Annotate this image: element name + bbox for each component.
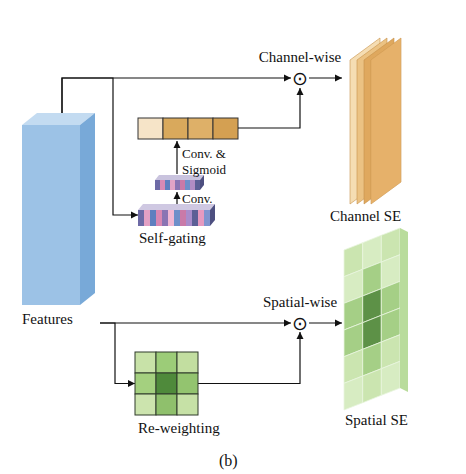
operator-symbol: ⊙ <box>291 69 309 87</box>
flow-arrow <box>100 323 135 384</box>
spatial-se-block <box>342 226 412 412</box>
node-label: Features <box>22 311 73 328</box>
flow-arrow <box>62 78 291 113</box>
feature-map: Features <box>22 113 100 330</box>
flow-arrow <box>309 77 342 78</box>
conv-label: Conv. <box>182 191 242 207</box>
panel-label: (b) <box>219 451 259 470</box>
channel-se-output: Channel SE <box>342 36 412 206</box>
node-label: Spatial SE <box>345 412 408 429</box>
operator-heading: Spatial-wise <box>263 294 337 311</box>
conv-feature-stack <box>155 175 204 190</box>
reweighting-grid <box>135 352 198 415</box>
self-gating-stack <box>138 204 218 226</box>
flow-arrow <box>198 332 300 384</box>
conv-arrow <box>176 192 177 205</box>
channel-weight-bar <box>138 118 238 139</box>
spatial-se-output: Spatial SE <box>342 226 412 412</box>
conv-sigmoid-arrow <box>176 141 177 174</box>
flow-arrow <box>100 322 291 323</box>
self-gating-box: Self-gating <box>138 204 218 226</box>
multiply-operator: Spatial-wise⊙ <box>291 314 309 332</box>
node-label: Channel SE <box>330 208 401 225</box>
node-label: Re-weighting <box>138 420 220 437</box>
feature-slab <box>22 113 100 308</box>
multiply-operator: Channel-wise⊙ <box>291 69 309 87</box>
channel-se-sheets <box>342 36 412 206</box>
weight-line <box>238 88 300 128</box>
conv-label: Conv. & Sigmoid <box>182 146 242 178</box>
node-label: Self-gating <box>139 230 206 247</box>
reweighting-box: Re-weighting <box>135 352 198 415</box>
flow-arrow <box>309 322 342 323</box>
operator-heading: Channel-wise <box>259 49 341 66</box>
operator-symbol: ⊙ <box>291 314 309 332</box>
